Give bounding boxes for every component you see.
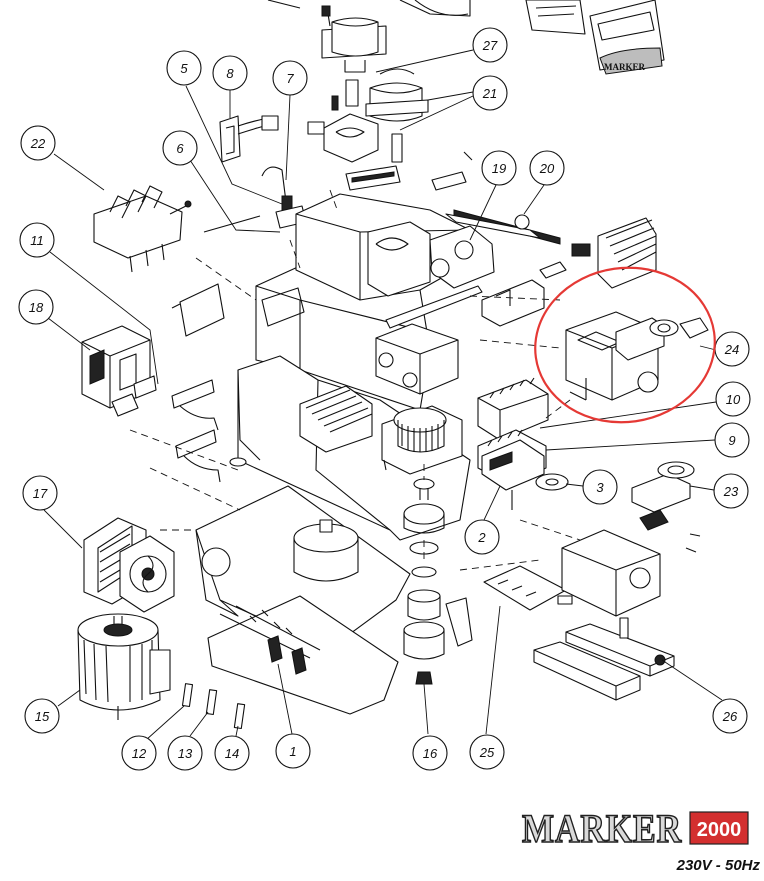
svg-text:7: 7 [286, 71, 294, 86]
part-24-key-clamp [565, 311, 709, 401]
callout-14: 14 [214, 725, 250, 771]
part-20-rail [445, 213, 567, 327]
carriage-assembly [295, 151, 495, 301]
callout-7: 7 [272, 60, 308, 181]
svg-text:MARKER: MARKER [522, 806, 682, 851]
fuses-12-13-14 [181, 683, 246, 729]
svg-text:17: 17 [33, 486, 48, 501]
svg-text:24: 24 [724, 342, 739, 357]
svg-text:25: 25 [479, 745, 495, 760]
svg-text:21: 21 [482, 86, 497, 101]
part-15-main-motor [77, 613, 171, 720]
svg-text:2: 2 [477, 530, 486, 545]
svg-text:27: 27 [482, 38, 498, 53]
part-22-relay-module [93, 185, 192, 273]
callout-27: 27 [375, 27, 508, 73]
callout-17: 17 [22, 475, 83, 549]
part-21-motor-block [307, 68, 429, 163]
callout-6: 6 [162, 130, 281, 233]
svg-text:6: 6 [176, 141, 184, 156]
spindle-stack [403, 478, 445, 685]
callout-22: 22 [20, 125, 105, 191]
callout-19: 19 [469, 150, 517, 241]
svg-text:5: 5 [180, 61, 188, 76]
callout-20: 20 [523, 150, 565, 215]
part-25-control-pcb [483, 565, 573, 611]
svg-text:11: 11 [30, 233, 44, 248]
callout-26: 26 [661, 659, 748, 734]
svg-text:20: 20 [539, 161, 555, 176]
callout-21: 21 [399, 75, 508, 131]
part-10-terminal-block [477, 377, 549, 441]
svg-text:22: 22 [30, 136, 46, 151]
callout-13: 13 [167, 711, 209, 771]
part-17-cooling-fan [83, 517, 175, 613]
transformer [293, 519, 359, 582]
callout-18: 18 [18, 289, 91, 351]
marker-2000-logo: MARKER 2000 [521, 805, 749, 852]
svg-text:1: 1 [289, 744, 296, 759]
callout-24: 24 [699, 331, 750, 367]
svg-text:19: 19 [492, 161, 506, 176]
svg-text:10: 10 [726, 392, 741, 407]
part-8-cable-connector [219, 115, 279, 163]
callout-10: 10 [539, 381, 751, 429]
heatsink-left [299, 385, 373, 453]
small-bracket [445, 597, 473, 647]
callout-11: 11 [19, 222, 159, 385]
top-housing-fragment [267, 0, 471, 17]
svg-text:12: 12 [132, 746, 147, 761]
callout-5: 5 [166, 50, 283, 205]
svg-text:26: 26 [722, 709, 738, 724]
callout-9: 9 [545, 422, 750, 458]
callout-16: 16 [412, 683, 448, 771]
svg-text:2000: 2000 [697, 819, 742, 841]
part-26-key-jaws [533, 529, 675, 701]
callout-2: 2 [464, 485, 501, 555]
spindle-motor [381, 405, 463, 475]
part-18-switch-module [81, 325, 157, 417]
ribbon-cables [171, 379, 247, 483]
voltage-rating: 230V - 50Hz [676, 857, 760, 874]
part-11-circuit-board [171, 215, 261, 337]
part-2-socket [481, 439, 545, 510]
part-23-clamp-knob [631, 461, 701, 553]
callout-1: 1 [275, 663, 311, 769]
svg-text:16: 16 [423, 746, 438, 761]
callout-3: 3 [565, 469, 618, 505]
callout-15: 15 [24, 689, 81, 734]
svg-text:13: 13 [178, 746, 193, 761]
part-1-base-chassis [195, 485, 411, 715]
callout-8: 8 [212, 55, 248, 118]
panel-logo-mark: MARKER [604, 62, 645, 72]
part-27-stepper-motor [321, 5, 387, 73]
svg-text:3: 3 [596, 480, 604, 495]
highlight-ring-part-24 [534, 266, 716, 424]
callout-12: 12 [121, 705, 185, 771]
actuator-unit [375, 323, 459, 395]
assembly-lines [129, 189, 581, 571]
front-panel-label-part: MARKER [525, 0, 665, 75]
svg-text:9: 9 [728, 433, 735, 448]
svg-text:14: 14 [225, 746, 239, 761]
svg-text:15: 15 [35, 709, 50, 724]
svg-text:23: 23 [723, 484, 739, 499]
heatsink-right [571, 217, 657, 289]
svg-text:8: 8 [226, 66, 234, 81]
callout-23: 23 [689, 473, 749, 509]
svg-text:18: 18 [29, 300, 44, 315]
part-3-washer [535, 473, 569, 491]
callout-25: 25 [469, 605, 505, 770]
